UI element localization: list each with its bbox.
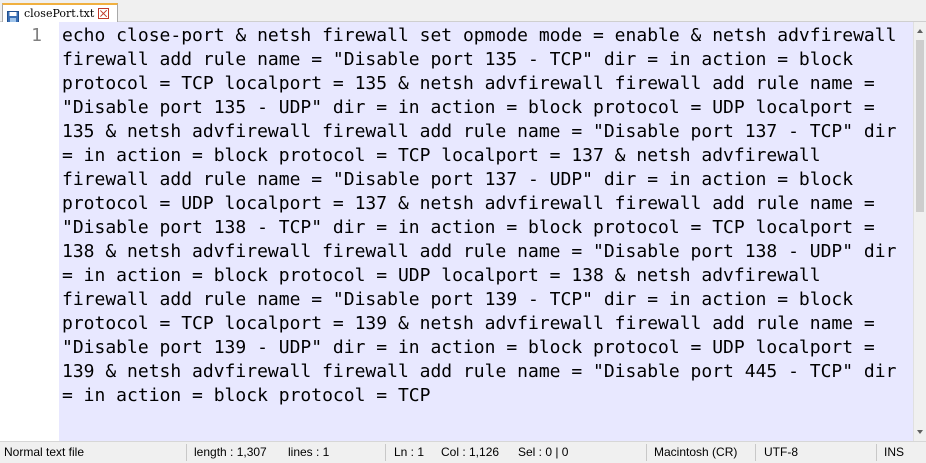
floppy-disk-icon [7, 8, 19, 23]
scroll-up-arrow-icon[interactable] [914, 24, 926, 38]
scrollbar-thumb[interactable] [916, 40, 924, 212]
status-column: Col : 1,126 [441, 445, 500, 459]
status-separator [876, 444, 877, 461]
status-insert-mode[interactable]: INS [884, 445, 905, 459]
status-separator [385, 444, 386, 461]
tab-label: closePort.txt [24, 7, 95, 20]
status-separator [755, 444, 756, 461]
tab-closeport[interactable]: closePort.txt [2, 3, 118, 23]
scroll-down-arrow-icon[interactable] [914, 425, 926, 439]
status-lines: lines : 1 [288, 445, 330, 459]
vertical-scrollbar[interactable] [913, 22, 926, 441]
status-separator [186, 444, 187, 461]
status-line: Ln : 1 [394, 445, 425, 459]
status-separator [646, 444, 647, 461]
tab-bar: closePort.txt [0, 0, 926, 23]
status-eol-format[interactable]: Macintosh (CR) [654, 445, 738, 459]
status-encoding[interactable]: UTF-8 [764, 445, 798, 459]
line-number: 1 [31, 25, 42, 46]
fold-margin [47, 22, 59, 441]
status-length: length : 1,307 [194, 445, 267, 459]
close-icon[interactable] [98, 8, 110, 19]
line-number-gutter: 1 [0, 22, 47, 441]
status-selection: Sel : 0 | 0 [518, 445, 569, 459]
editor[interactable]: 1 echo close-port & netsh firewall set o… [0, 22, 926, 441]
status-file-type: Normal text file [4, 445, 85, 459]
editor-text[interactable]: echo close-port & netsh firewall set opm… [62, 25, 908, 406]
status-bar: Normal text file length : 1,307 lines : … [0, 441, 926, 463]
current-line-highlight[interactable]: echo close-port & netsh firewall set opm… [59, 22, 913, 441]
